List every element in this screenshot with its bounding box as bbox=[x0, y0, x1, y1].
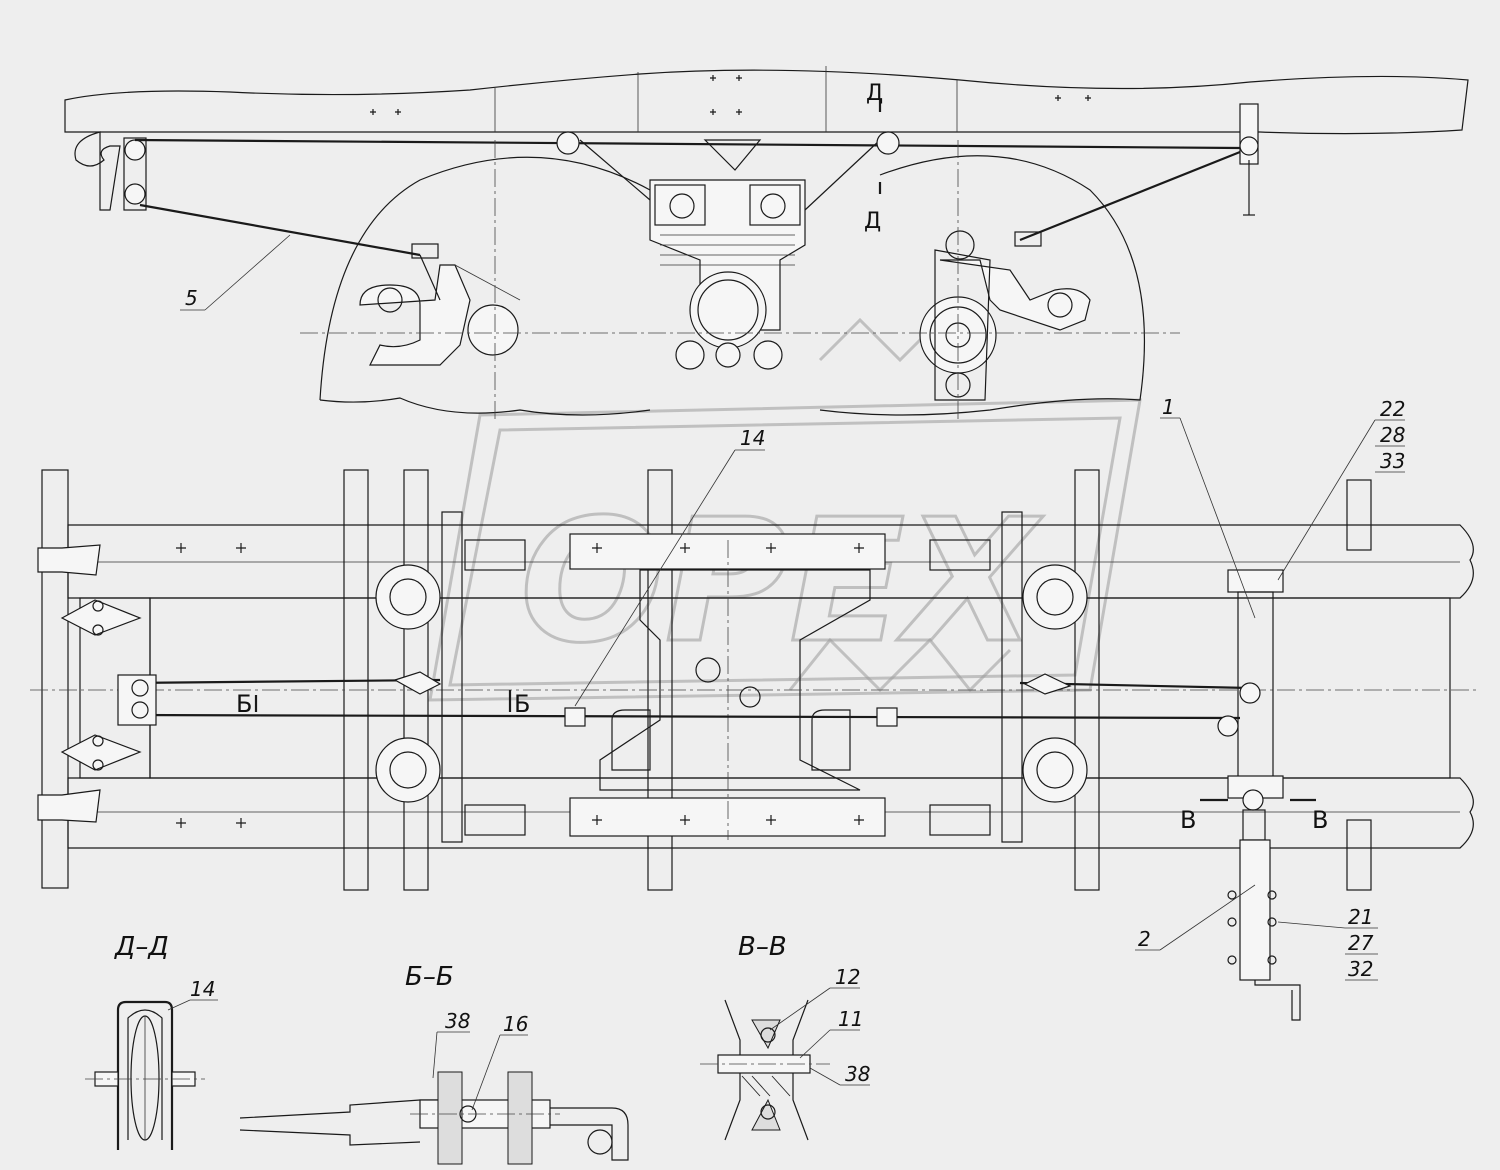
label-33: 33 bbox=[1380, 449, 1405, 473]
label-28: 28 bbox=[1380, 423, 1405, 447]
label-11-vv: 11 bbox=[838, 1007, 863, 1031]
label-38-bb: 38 bbox=[445, 1009, 470, 1033]
section-mark-d-top: Д bbox=[866, 81, 883, 106]
label-22: 22 bbox=[1380, 397, 1405, 421]
label-12-vv: 12 bbox=[835, 965, 860, 989]
label-16-bb: 16 bbox=[503, 1012, 528, 1036]
section-v-v: В–В 12 11 38 bbox=[700, 932, 870, 1141]
side-view: Д Д 5 bbox=[64, 66, 1469, 420]
plan-view: Б Б В В 14 1 22 28 33 21 27 32 2 bbox=[30, 395, 1480, 1021]
section-title-bb: Б–Б bbox=[405, 962, 454, 992]
label-21: 21 bbox=[1348, 905, 1373, 929]
section-title-vv: В–В bbox=[738, 932, 787, 962]
watermark-text: OPEX bbox=[520, 483, 1044, 681]
watermark-logo: OPEX bbox=[428, 317, 1142, 702]
label-2: 2 bbox=[1138, 927, 1151, 951]
label-14-dd: 14 bbox=[190, 977, 215, 1001]
section-title-dd: Д–Д bbox=[114, 932, 169, 962]
label-1: 1 bbox=[1162, 395, 1175, 419]
section-mark-b-left: Б bbox=[236, 690, 252, 718]
section-b-b: Б–Б 38 16 bbox=[239, 962, 629, 1165]
label-38-vv: 38 bbox=[845, 1062, 870, 1086]
section-mark-d-bottom: Д bbox=[864, 209, 881, 234]
section-mark-b-right: Б bbox=[514, 690, 530, 718]
label-32: 32 bbox=[1348, 957, 1373, 981]
section-mark-v-left: В bbox=[1180, 806, 1196, 834]
section-mark-v-right: В bbox=[1312, 806, 1328, 834]
label-27: 27 bbox=[1348, 931, 1374, 955]
label-5: 5 bbox=[185, 286, 198, 310]
section-d-d: Д–Д 14 bbox=[85, 932, 218, 1150]
label-14: 14 bbox=[740, 426, 765, 450]
